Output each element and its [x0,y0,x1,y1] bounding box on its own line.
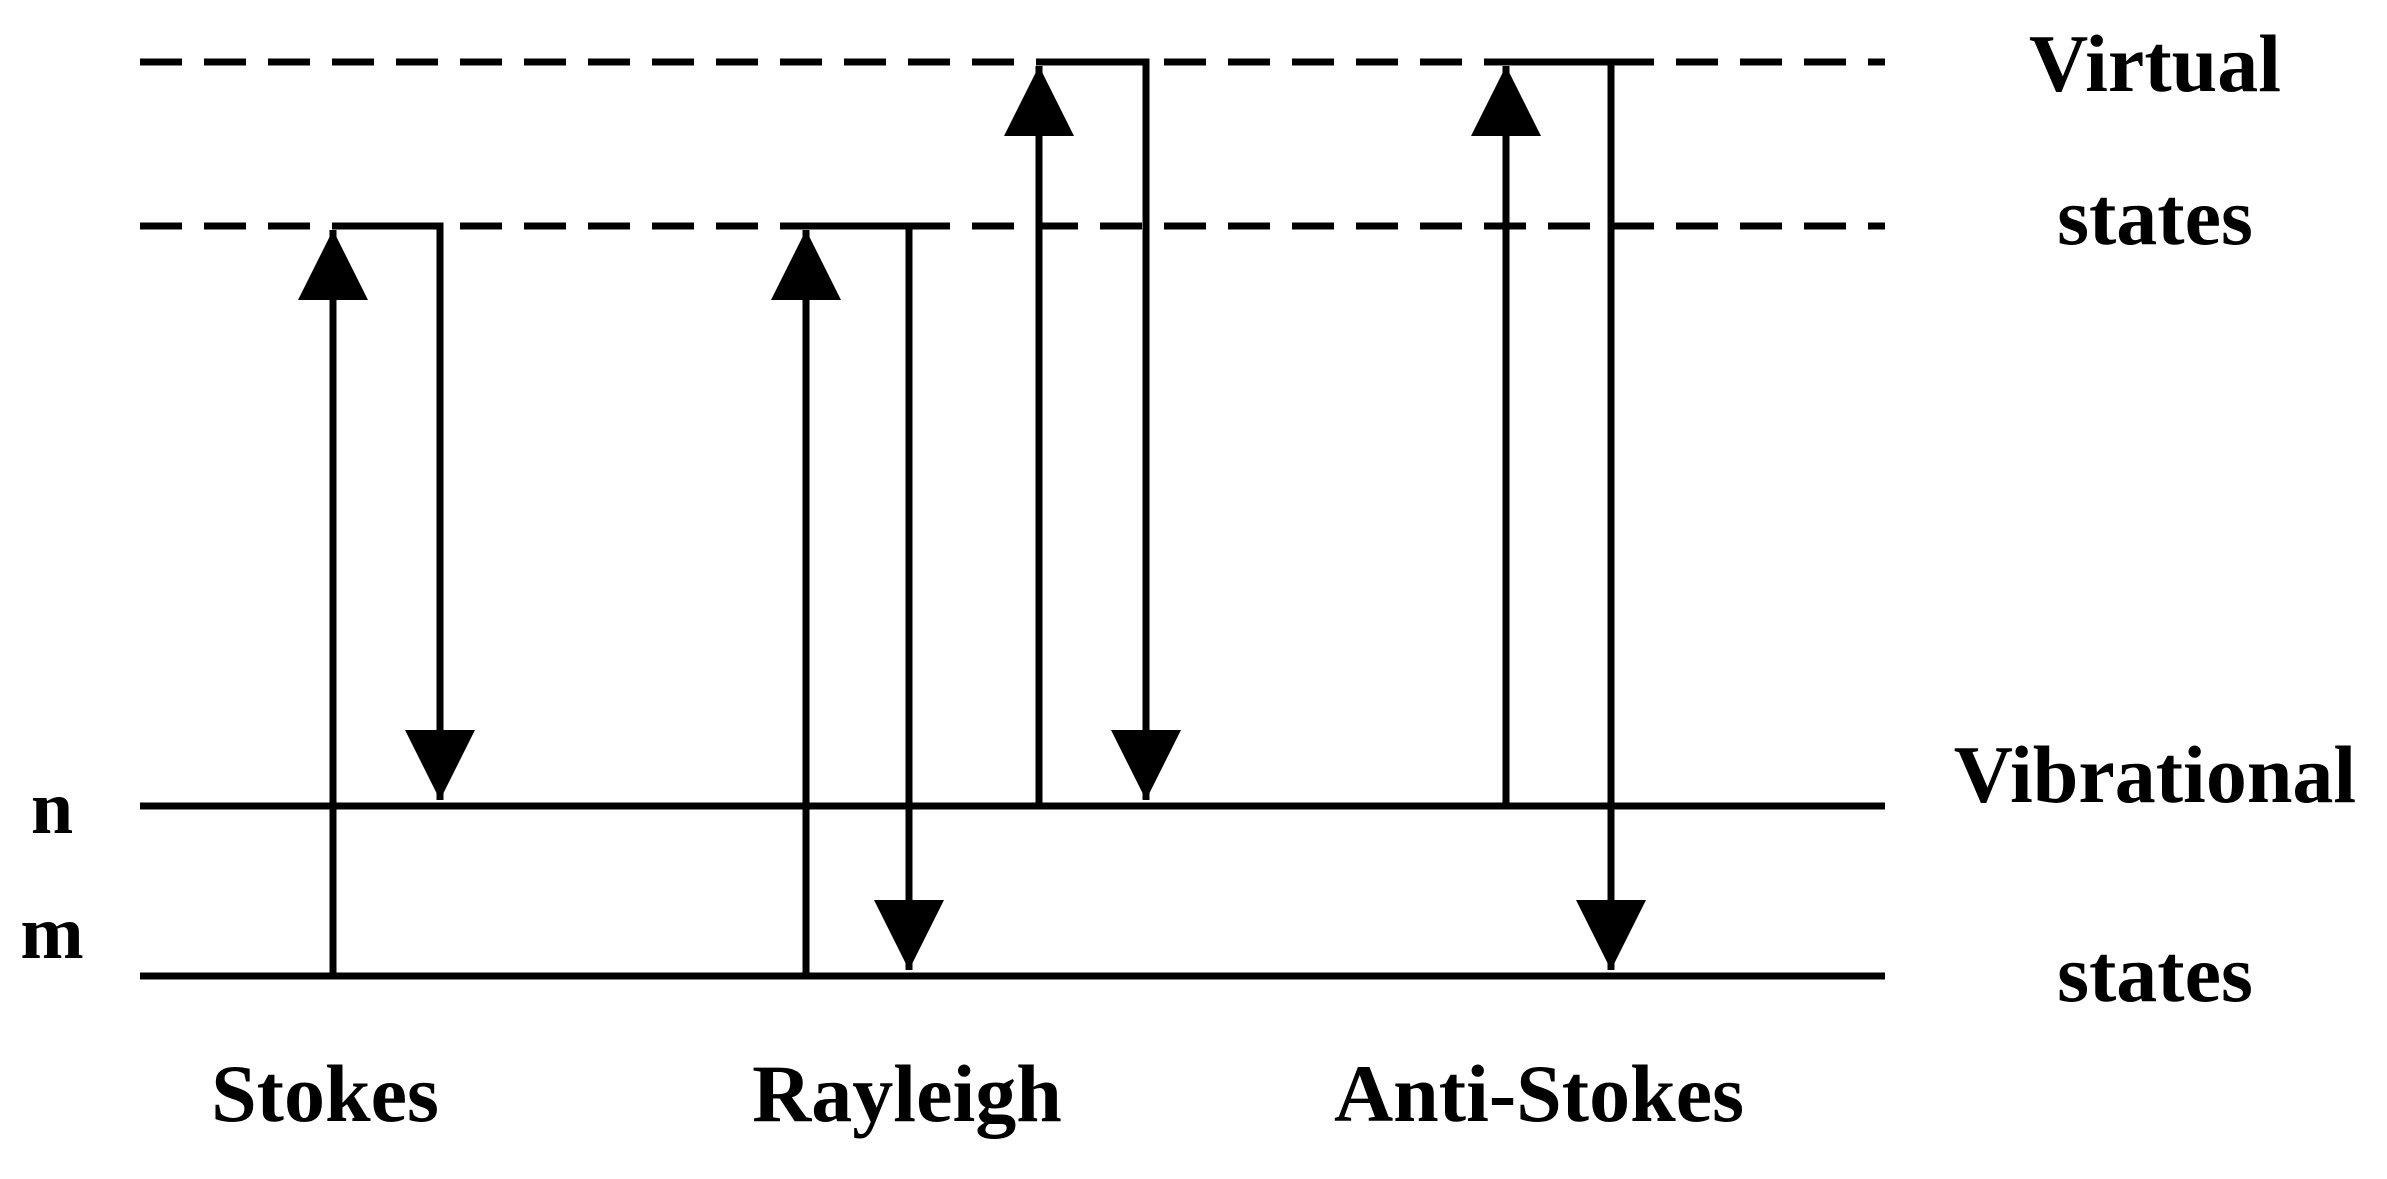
stokes-label: Stokes [211,1048,439,1139]
level-m-label: m [20,891,83,975]
level-n-label: n [31,766,73,850]
vibrational-label: Vibrational [1954,729,2356,820]
anti-stokes-label: Anti-Stokes [1334,1048,1744,1139]
rayleigh-emission-arrow-m [806,222,944,970]
rayleigh-label: Rayleigh [752,1048,1062,1139]
stokes-emission-arrow [333,222,475,800]
anti-stokes-emission-arrow [1506,58,1646,970]
vibrational-states-label: states [2057,928,2253,1019]
virtual-states-label: states [2057,171,2253,262]
virtual-label: Virtual [2029,18,2281,109]
rayleigh-emission-arrow-n [1039,58,1181,800]
